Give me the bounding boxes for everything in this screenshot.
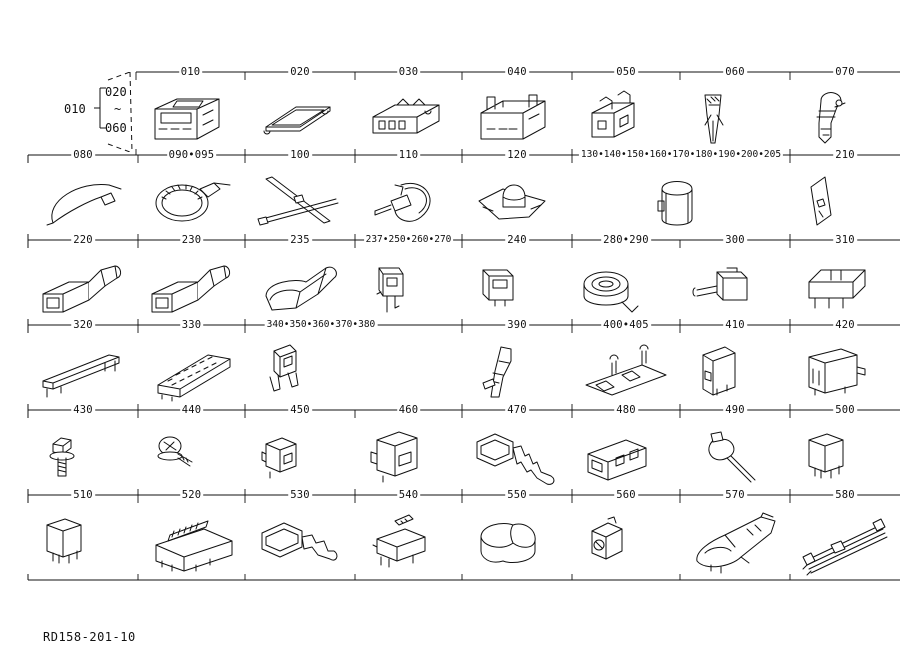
- pad-icon: [801, 171, 889, 235]
- bolt-icon: [39, 426, 127, 490]
- corrugated-boot-icon: [473, 426, 561, 490]
- legend-bottom-label: 060: [105, 121, 127, 135]
- clip-icon: [691, 87, 779, 151]
- diagram-code: RD158-201-10: [43, 630, 136, 644]
- part-label: 020: [288, 66, 312, 78]
- part-label: 300: [723, 234, 747, 246]
- part-label: 530: [288, 489, 312, 501]
- relay-icon: [801, 426, 889, 490]
- part-label: 580: [833, 489, 857, 501]
- tape-roll-icon: [582, 256, 670, 320]
- large-connector-icon: [365, 426, 453, 490]
- part-label: 240: [505, 234, 529, 246]
- part-label: 510: [71, 489, 95, 501]
- part-label: 390: [505, 319, 529, 331]
- cover-plate-icon: [256, 87, 344, 151]
- part-label: 540: [396, 489, 421, 501]
- part-label: 090•095: [166, 149, 217, 161]
- part-label: 440: [179, 404, 204, 416]
- part-label: 280•290: [601, 234, 651, 246]
- part-label: 490: [723, 404, 747, 416]
- multi-pin-connector-icon: [148, 511, 236, 575]
- boot-connector-icon: [256, 511, 344, 575]
- part-label: 560: [614, 489, 638, 501]
- part-label: 520: [179, 489, 204, 501]
- molded-cover-icon: [691, 511, 779, 575]
- part-label: 450: [288, 404, 312, 416]
- part-label: 235: [288, 234, 312, 246]
- blade-fuse-icon: [262, 341, 350, 405]
- connector-set-icon: [365, 511, 453, 575]
- legend-main-label: 010: [64, 102, 86, 116]
- fuse-holder-icon: [365, 256, 453, 320]
- protector-icon: [648, 171, 736, 235]
- part-label: 010: [178, 66, 203, 78]
- funnel-boot-icon: [256, 256, 344, 320]
- connector-housing-icon: [473, 256, 561, 320]
- part-label: 570: [723, 489, 747, 501]
- square-nut-icon: [582, 511, 670, 575]
- part-label: 080: [71, 149, 95, 161]
- part-label: 030: [396, 66, 421, 78]
- wire-harness-icon: [801, 511, 889, 576]
- part-label: 330: [179, 319, 204, 331]
- part-label: 550: [505, 489, 529, 501]
- tube-boot-icon: [39, 256, 127, 320]
- terminal-block-icon: [801, 256, 889, 320]
- cover-strip-icon: [39, 341, 127, 405]
- part-label: 480: [614, 404, 638, 416]
- part-label: 210: [833, 149, 857, 161]
- legend-top-label: 020: [105, 85, 127, 99]
- dual-connector-icon: [582, 426, 670, 490]
- part-label: 400•405: [601, 319, 651, 331]
- cable-tie-icon: [39, 171, 127, 235]
- part-label: 070: [833, 66, 857, 78]
- legend-bracket: [94, 72, 133, 152]
- part-label: 340•350•360•370•380: [264, 319, 378, 331]
- hook-terminal-icon: [473, 341, 561, 405]
- part-label: 120: [505, 149, 529, 161]
- plug-icon: [691, 256, 779, 320]
- terminal-strip-icon: [582, 341, 670, 405]
- part-label: 230: [179, 234, 204, 246]
- hose-band-icon: [148, 171, 236, 235]
- clamp-icon: [801, 87, 889, 151]
- part-label: 500: [833, 404, 857, 416]
- part-label: 110: [396, 149, 421, 161]
- loop-tie-icon: [691, 426, 779, 490]
- part-label: 410: [723, 319, 747, 331]
- relay-icon: [39, 511, 127, 575]
- part-label: 130•140•150•160•170•180•190•200•205: [578, 149, 784, 161]
- screw-icon: [148, 426, 236, 490]
- part-label: 050: [614, 66, 638, 78]
- legend-range-symbol: ~: [114, 102, 122, 116]
- tube-boot-icon: [148, 256, 236, 320]
- part-label: 060: [723, 66, 747, 78]
- bracket-icon: [582, 87, 670, 151]
- cross-tie-icon: [256, 171, 344, 235]
- part-label: 310: [833, 234, 857, 246]
- part-label: 320: [71, 319, 95, 331]
- relay-box-icon: [801, 341, 889, 405]
- part-label: 420: [833, 319, 857, 331]
- part-label: 470: [505, 404, 529, 416]
- grommet-icon: [473, 171, 561, 235]
- rubber-cap-icon: [473, 511, 561, 575]
- relay-socket-icon: [691, 341, 779, 405]
- part-label: 220: [71, 234, 95, 246]
- band-clip-icon: [365, 171, 453, 235]
- open-fuse-box-icon: [473, 87, 561, 151]
- part-label: 460: [396, 404, 421, 416]
- relay-block-icon: [365, 87, 453, 151]
- small-connector-icon: [256, 426, 344, 490]
- multi-connector-icon: [148, 341, 236, 405]
- part-label: 100: [288, 149, 312, 161]
- part-label: 040: [505, 66, 529, 78]
- part-label: 430: [71, 404, 95, 416]
- part-label: 237•250•260•270: [363, 234, 454, 246]
- fuse-box-icon: [147, 87, 235, 151]
